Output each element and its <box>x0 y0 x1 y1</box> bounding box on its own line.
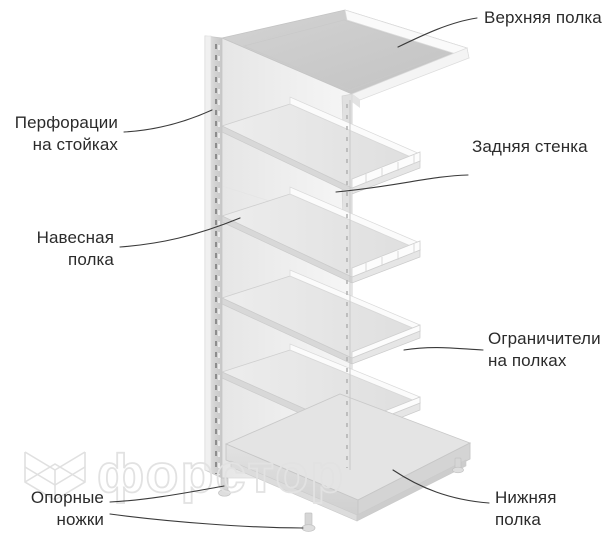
stopper-rail-1 <box>351 151 421 189</box>
label-top-shelf: Верхняя полка <box>484 8 602 27</box>
label-perforations: Перфорации на стойках <box>14 113 118 154</box>
label-shelf-stoppers: Ограничители на полках <box>488 329 601 370</box>
support-foot-center <box>301 512 316 532</box>
leader-top-shelf <box>397 17 478 48</box>
stopper-rail-3 <box>351 324 421 359</box>
shelf-3 <box>220 269 422 365</box>
shelf-2 <box>220 186 422 284</box>
label-back-wall: Задняя стенка <box>472 137 588 156</box>
label-bottom-shelf: Нижняя полка <box>495 488 557 529</box>
leader-hanging-shelf <box>119 217 241 248</box>
upright-post-front <box>204 35 223 479</box>
upright-post-rear <box>346 100 351 470</box>
leader-back-wall <box>335 174 469 193</box>
leader-support-feet-b <box>109 513 304 529</box>
bottom-shelf-plinth <box>224 393 472 522</box>
leader-support-feet-a <box>109 485 225 503</box>
leader-perforations <box>123 109 213 133</box>
leader-bottom-shelf <box>392 469 490 504</box>
cube-logo-icon <box>24 451 86 501</box>
support-foot-right <box>452 457 464 474</box>
label-support-feet: Опорные ножки <box>30 488 104 529</box>
label-hanging-shelf: Навесная полка <box>36 228 114 269</box>
stopper-rail-2 <box>351 240 421 278</box>
watermark-text: форстор <box>97 444 345 504</box>
support-foot-left <box>218 477 231 497</box>
leader-stoppers <box>403 347 484 351</box>
